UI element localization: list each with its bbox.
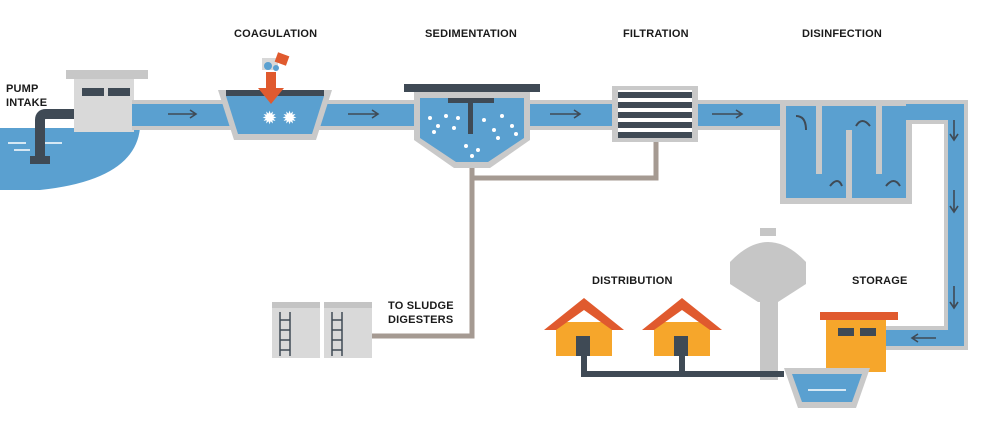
sludge-pipe	[372, 142, 659, 339]
disinfection-label: DISINFECTION	[802, 28, 882, 40]
disinfection-tank	[780, 100, 912, 204]
filtration-label: FILTRATION	[623, 28, 689, 40]
storage-building	[820, 312, 898, 372]
return-pipe	[880, 100, 968, 350]
flow-arrows	[168, 109, 959, 343]
storage-label: STORAGE	[852, 275, 908, 287]
sedimentation-label: SEDIMENTATION	[425, 28, 517, 40]
coagulation-label: COAGULATION	[234, 28, 317, 40]
pump-intake-label-line2: INTAKE	[6, 97, 47, 109]
sludge-digesters	[272, 302, 372, 358]
pump-intake-label-line1: PUMP	[6, 83, 39, 95]
sludge-label-line2: DIGESTERS	[388, 314, 453, 326]
sludge-label-line1: TO SLUDGE	[388, 300, 454, 312]
storage-reservoir	[784, 368, 870, 408]
house	[642, 298, 722, 356]
house	[544, 298, 624, 356]
pump-intake	[30, 70, 148, 164]
water-tower	[730, 228, 806, 380]
svg-text:✹: ✹	[262, 108, 277, 129]
filtration-unit	[612, 86, 698, 142]
distribution-label: DISTRIBUTION	[592, 275, 673, 287]
sedimentation-tank	[404, 84, 540, 168]
coagulant-dosing-icon	[258, 52, 290, 104]
svg-text:✹: ✹	[282, 108, 297, 129]
water-source	[0, 128, 140, 190]
